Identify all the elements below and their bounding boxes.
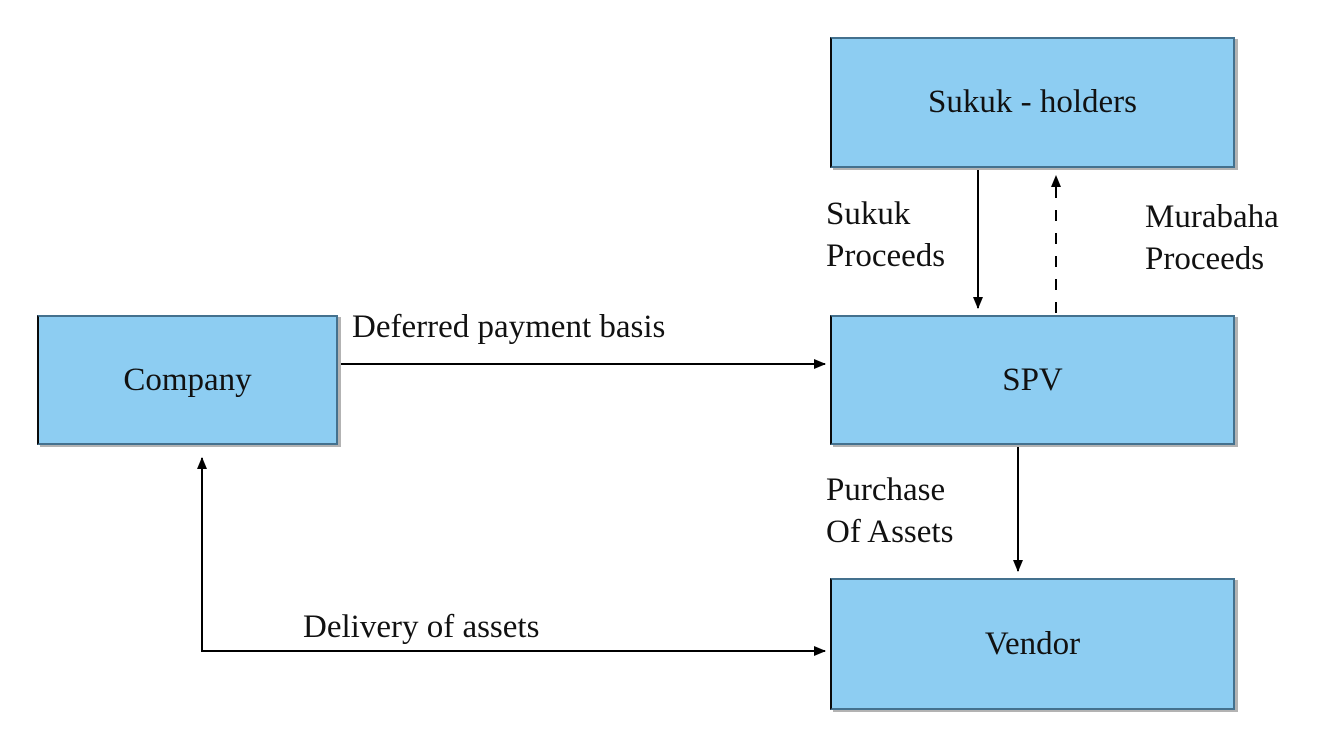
node-spv: SPV: [830, 315, 1235, 445]
edge-label-delivery-of-assets: Delivery of assets: [303, 609, 540, 645]
node-vendor: Vendor: [830, 578, 1235, 710]
node-sukuk-holders: Sukuk - holders: [830, 37, 1235, 168]
node-vendor-label: Vendor: [984, 625, 1081, 662]
node-company: Company: [37, 315, 338, 445]
node-sukuk-holders-label: Sukuk - holders: [928, 84, 1137, 120]
node-company-label: Company: [123, 361, 252, 398]
node-spv-label: SPV: [1002, 361, 1063, 398]
edge-label-deferred-payment-basis: Deferred payment basis: [352, 309, 666, 345]
edge-label-sukuk-proceeds: Sukuk Proceeds: [826, 196, 946, 274]
edge-label-purchase-of-assets: Purchase Of Assets: [826, 472, 954, 550]
edge-label-murabaha-proceeds: Murabaha Proceeds: [1145, 199, 1279, 277]
